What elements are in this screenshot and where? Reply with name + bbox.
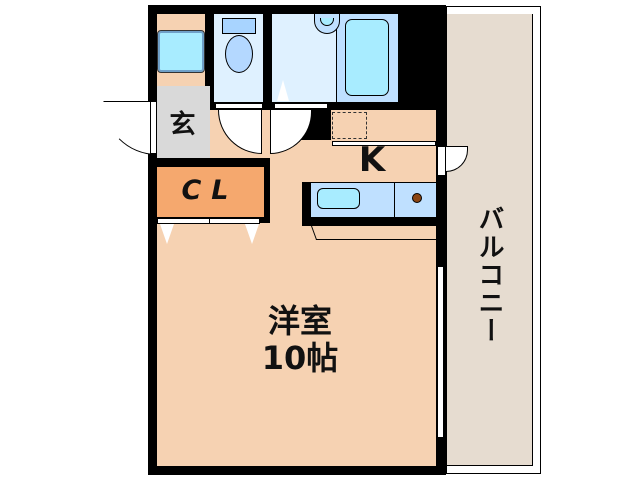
western-room-size: 10帖 bbox=[261, 339, 339, 377]
counter-divider bbox=[394, 183, 395, 217]
toilet-tank-icon bbox=[222, 18, 256, 34]
toilet-door-sill bbox=[215, 103, 263, 109]
entrance-label: 玄 bbox=[169, 110, 196, 140]
closet-door-marker-right bbox=[245, 224, 259, 244]
kitchen-label: K bbox=[358, 140, 386, 180]
entrance-door[interactable] bbox=[103, 101, 157, 155]
washing-machine-icon bbox=[157, 30, 205, 73]
closet-door-marker-left bbox=[160, 224, 174, 244]
toilet-bowl-icon bbox=[225, 35, 253, 73]
balcony-sliding-window[interactable] bbox=[437, 266, 444, 438]
entrance-door-frame bbox=[150, 101, 157, 154]
kitchen-side-door-frame bbox=[437, 146, 446, 176]
counter-outline bbox=[311, 226, 442, 240]
closet-door-right[interactable] bbox=[209, 218, 260, 224]
western-room bbox=[157, 223, 436, 466]
kitchen-window-sill bbox=[332, 141, 436, 146]
balcony-area bbox=[447, 14, 533, 466]
refrigerator-space bbox=[332, 112, 367, 139]
western-room-name: 洋室 bbox=[267, 302, 332, 340]
sink-icon bbox=[317, 188, 360, 209]
stove-burner-icon bbox=[412, 193, 422, 203]
closet-label: CL bbox=[181, 175, 239, 206]
balcony-label: バルコニー bbox=[474, 205, 504, 345]
bathroom-door-sill bbox=[274, 103, 328, 109]
entrance bbox=[157, 86, 210, 158]
bathroom-door-marker bbox=[277, 80, 289, 101]
bathtub-icon bbox=[345, 19, 389, 96]
closet bbox=[157, 167, 264, 217]
